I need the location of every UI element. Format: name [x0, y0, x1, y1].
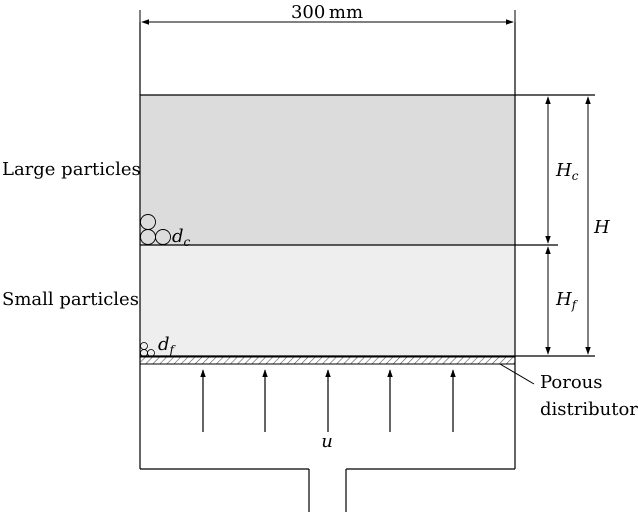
small-particle-circles [140, 342, 155, 357]
small-particle-diameter: df [158, 334, 177, 357]
width-label: 300 mm [291, 2, 363, 23]
column-outline [139, 22, 595, 512]
large-particle [155, 229, 171, 245]
hc-label: Hc [555, 160, 579, 183]
small-particle [147, 349, 155, 357]
large-particle-circles [140, 214, 171, 245]
velocity-label: u [321, 431, 333, 452]
distributor-label-line1: Porous [540, 372, 603, 393]
width-dimension: 300 mm [139, 2, 516, 25]
small-particle-layer [140, 245, 515, 356]
large-particle-diameter: dc [172, 226, 191, 249]
porous-distributor [139, 356, 516, 365]
large-particle-layer [140, 95, 515, 245]
large-particles-label: Large particles [2, 159, 141, 180]
height-dimensions: Hc Hf H [545, 96, 610, 355]
h-total-label: H [593, 217, 610, 238]
small-particles-label: Small particles [2, 289, 139, 310]
hf-label: Hf [555, 289, 579, 312]
gas-flow-arrows [200, 369, 456, 432]
distributor-label-line2: distributor [540, 399, 638, 420]
distributor-leader-line [499, 363, 535, 385]
